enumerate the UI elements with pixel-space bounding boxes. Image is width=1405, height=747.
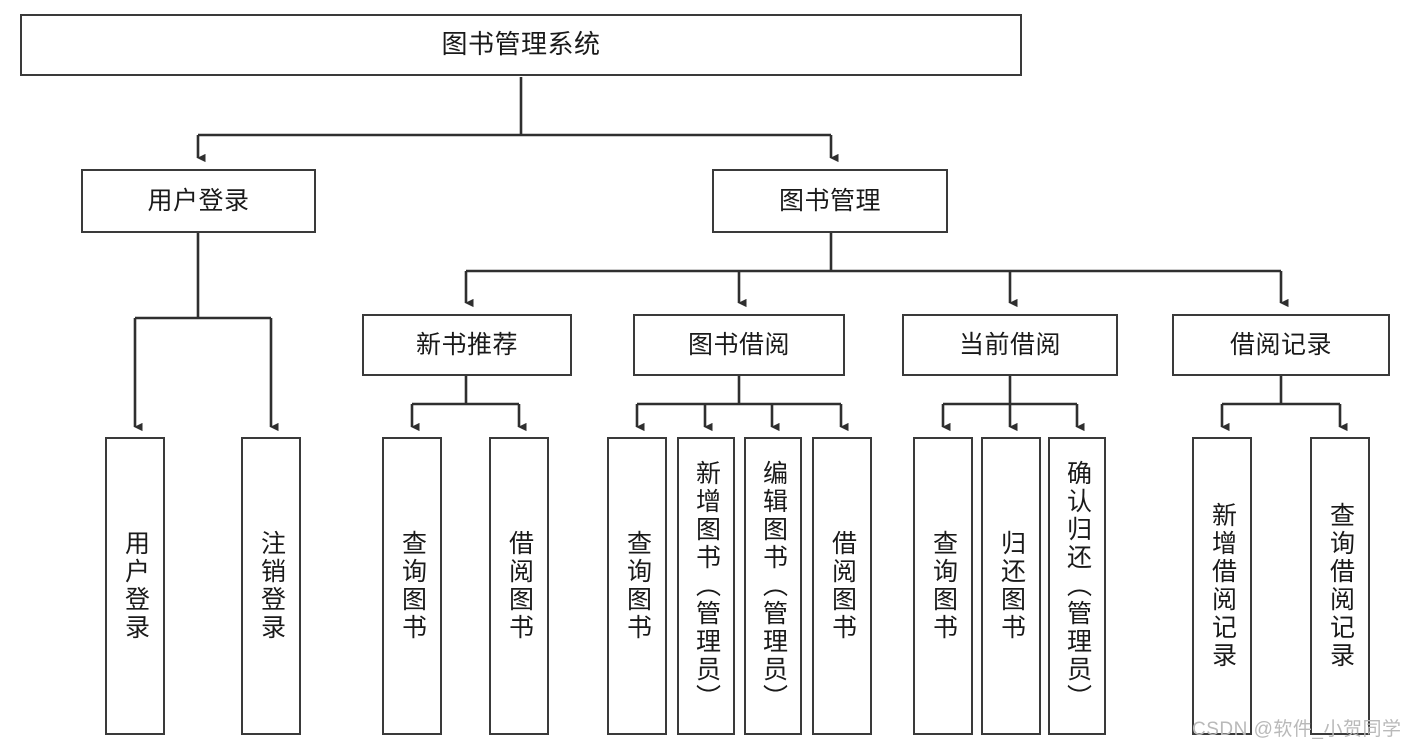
node-label: 图书管理系统	[441, 29, 601, 60]
node-leaf-query-borrow-record[interactable]: 查询借阅记录	[1310, 437, 1370, 735]
node-leaf-borrow-book-recommend[interactable]: 借阅图书	[489, 437, 549, 735]
node-leaf-return-book[interactable]: 归还图书	[981, 437, 1041, 735]
node-leaf-add-borrow-record[interactable]: 新增借阅记录	[1192, 437, 1252, 735]
node-book-management[interactable]: 图书管理	[712, 169, 948, 233]
node-label: 借阅图书	[505, 530, 534, 642]
node-label: 借阅图书	[828, 530, 857, 642]
node-label: 查询图书	[398, 530, 427, 642]
node-label: 查询图书	[929, 530, 958, 642]
node-label: 确认归还（管理员）	[1063, 460, 1092, 712]
node-label: 查询图书	[623, 530, 652, 642]
node-leaf-borrow-book-borrow[interactable]: 借阅图书	[812, 437, 872, 735]
node-label: 归还图书	[997, 530, 1026, 642]
node-label: 编辑图书（管理员）	[759, 460, 788, 712]
node-label: 用户登录	[147, 186, 250, 215]
csdn-watermark: CSDN @软件_小贺同学	[1192, 719, 1402, 740]
node-label: 图书管理	[778, 186, 881, 215]
node-leaf-logout[interactable]: 注销登录	[241, 437, 301, 735]
node-label: 新书推荐	[415, 330, 518, 359]
node-leaf-query-book-borrow[interactable]: 查询图书	[607, 437, 667, 735]
node-borrow-record[interactable]: 借阅记录	[1172, 314, 1390, 376]
node-leaf-add-book[interactable]: 新增图书（管理员）	[677, 437, 735, 735]
node-label: 注销登录	[257, 530, 286, 642]
node-new-book-recommend[interactable]: 新书推荐	[362, 314, 572, 376]
node-label: 新增图书（管理员）	[692, 460, 721, 712]
node-user-login[interactable]: 用户登录	[81, 169, 316, 233]
node-root-system[interactable]: 图书管理系统	[20, 14, 1022, 76]
node-label: 图书借阅	[687, 330, 790, 359]
node-leaf-query-book-current[interactable]: 查询图书	[913, 437, 973, 735]
node-leaf-edit-book[interactable]: 编辑图书（管理员）	[744, 437, 802, 735]
node-leaf-query-book-recommend[interactable]: 查询图书	[382, 437, 442, 735]
node-label: 用户登录	[121, 530, 150, 642]
node-current-borrow[interactable]: 当前借阅	[902, 314, 1118, 376]
node-book-borrow[interactable]: 图书借阅	[633, 314, 845, 376]
node-label: 借阅记录	[1229, 330, 1332, 359]
node-label: 新增借阅记录	[1208, 502, 1237, 670]
node-label: 查询借阅记录	[1326, 502, 1355, 670]
node-label: 当前借阅	[958, 330, 1061, 359]
node-leaf-user-login[interactable]: 用户登录	[105, 437, 165, 735]
node-leaf-confirm-return[interactable]: 确认归还（管理员）	[1048, 437, 1106, 735]
